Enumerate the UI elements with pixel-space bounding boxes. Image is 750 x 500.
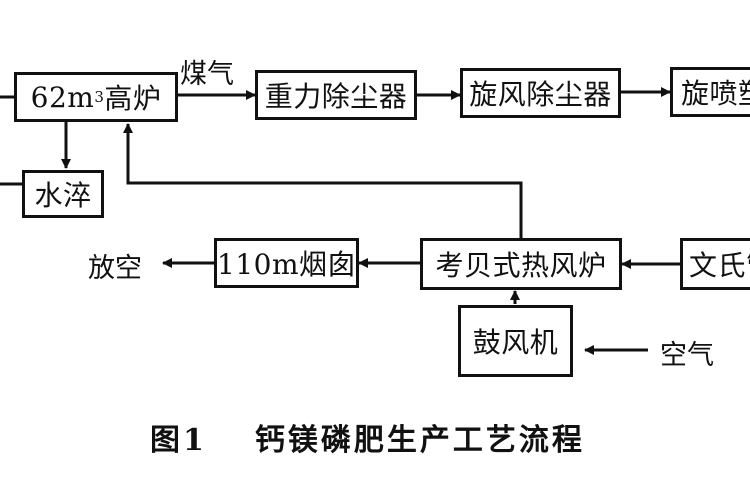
hot-blast-stove-label: 考贝式热风炉: [435, 249, 607, 282]
venturi-node: 文氏管: [680, 238, 750, 290]
hot-blast-stove-node: 考贝式热风炉: [420, 238, 622, 290]
air-label: 空气: [660, 333, 714, 372]
chimney-label: 110m烟囱: [217, 248, 356, 281]
water-quench-label: 水淬: [34, 179, 92, 212]
cyclone-collector-node: 旋风除尘器: [460, 68, 621, 118]
vent-label: 放空: [88, 246, 142, 285]
chimney-node: 110m烟囱: [214, 238, 359, 288]
blast-furnace-prefix: 62m: [30, 80, 95, 114]
edge-stove-furnace: [123, 123, 523, 238]
figure-title: 钙镁磷肥生产工艺流程: [254, 423, 585, 458]
gas-label: 煤气: [180, 52, 234, 91]
figure-caption: 图1 钙镁磷肥生产工艺流程: [150, 415, 585, 459]
gravity-collector-node: 重力除尘器: [255, 70, 417, 120]
water-quench-node: 水淬: [22, 170, 104, 218]
blower-node: 鼓风机: [458, 305, 573, 377]
figure-number: 图1: [150, 423, 207, 458]
blower-label: 鼓风机: [472, 326, 559, 359]
spray-tower-label: 旋喷塑: [681, 77, 750, 110]
spray-tower-node: 旋喷塑: [670, 67, 750, 117]
venturi-label: 文氏管: [689, 249, 750, 282]
air-label-text: 空气: [660, 340, 714, 371]
cyclone-collector-label: 旋风除尘器: [469, 78, 612, 111]
gas-label-text: 煤气: [180, 59, 234, 90]
vent-label-text: 放空: [88, 253, 142, 284]
gravity-collector-label: 重力除尘器: [264, 80, 408, 113]
blast-furnace-suffix: 高炉: [104, 82, 162, 115]
blast-furnace-superscript: 3: [94, 88, 105, 106]
